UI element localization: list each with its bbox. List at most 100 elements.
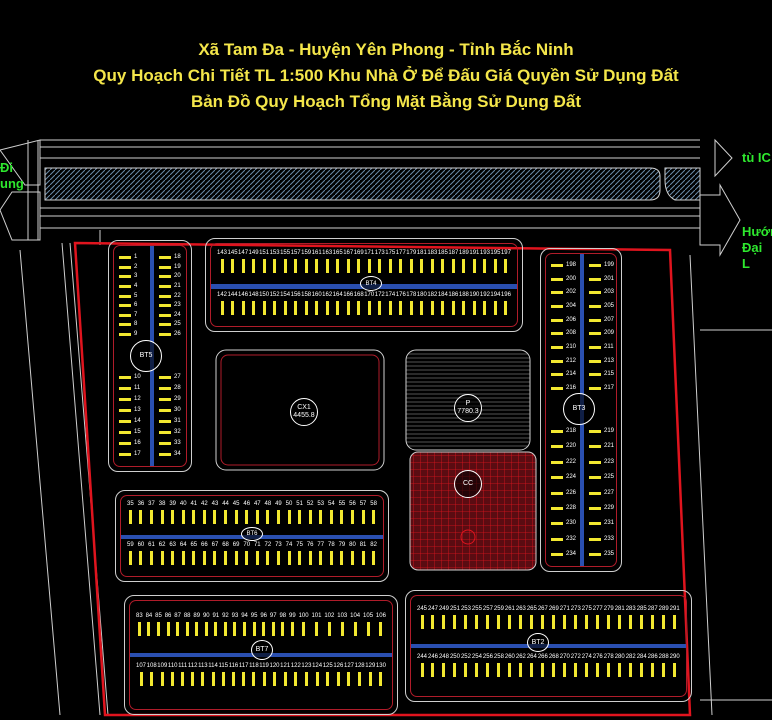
lot-marker xyxy=(504,259,508,273)
lot-number: 105 xyxy=(363,613,374,619)
lot: 234 xyxy=(548,551,576,558)
lot: 24 xyxy=(156,312,181,319)
lot-number: 209 xyxy=(604,330,615,337)
lot: 218 xyxy=(548,428,576,435)
lot: 26 xyxy=(156,331,181,338)
lot: 69 xyxy=(233,542,239,567)
lot: 268 xyxy=(549,654,559,679)
lot-number: 175 xyxy=(385,250,396,256)
lot-marker xyxy=(262,622,266,636)
lot: 220 xyxy=(548,443,576,450)
lot: 282 xyxy=(626,654,636,679)
lot-number: 55 xyxy=(338,501,346,507)
lot-marker xyxy=(119,398,131,401)
lot: 33 xyxy=(156,440,181,447)
lot-number: 205 xyxy=(604,302,615,309)
lot-marker xyxy=(314,622,318,636)
lot-marker xyxy=(388,301,392,315)
lot-number: 74 xyxy=(285,542,293,548)
lot-number: 232 xyxy=(566,535,577,542)
lot-marker xyxy=(329,551,333,565)
lot-number: 76 xyxy=(306,542,314,548)
lot-number: 244 xyxy=(417,654,428,660)
lot-marker xyxy=(150,551,153,565)
lot-number: 53 xyxy=(317,501,325,507)
lot-marker xyxy=(361,510,365,524)
lot: 205 xyxy=(586,303,614,310)
lot-number: 27 xyxy=(174,374,181,380)
lot-number: 247 xyxy=(427,606,438,612)
lot-number: 115 xyxy=(218,663,229,669)
title-line-1: Xã Tam Đa - Huyện Yên Phong - Tỉnh Bắc N… xyxy=(198,40,574,59)
lot: 250 xyxy=(450,654,460,679)
lot-marker xyxy=(640,615,644,629)
lot-number: 28 xyxy=(174,385,181,391)
lot-marker xyxy=(673,663,677,677)
lot-marker xyxy=(336,301,340,315)
lot: 288 xyxy=(659,654,669,679)
lot: 145 xyxy=(228,250,238,275)
lot: 246 xyxy=(428,654,438,679)
lot-number: 160 xyxy=(311,292,322,298)
lot-marker xyxy=(346,259,350,273)
lot-marker xyxy=(442,663,446,677)
lot-number: 260 xyxy=(504,654,515,660)
lot-marker xyxy=(223,622,227,636)
lot-marker xyxy=(315,259,319,273)
lot: 38 xyxy=(159,501,165,526)
lot-number: 231 xyxy=(604,520,615,527)
lot-marker xyxy=(508,663,512,677)
lot: 78 xyxy=(328,542,335,567)
lot: 37 xyxy=(148,501,155,526)
lot-marker xyxy=(662,615,666,629)
lot-marker xyxy=(589,506,601,510)
lot-marker xyxy=(350,551,354,565)
lot: 104 xyxy=(350,613,360,638)
lot-marker xyxy=(159,294,171,298)
lot-marker xyxy=(231,301,235,315)
lot-marker xyxy=(336,259,340,273)
lot-marker xyxy=(298,510,302,524)
lot-number: 128 xyxy=(354,663,365,669)
direction-right-label-2: Đại L xyxy=(742,240,763,271)
lot-marker xyxy=(607,615,611,629)
lot: 184 xyxy=(438,292,448,317)
lot: 86 xyxy=(165,613,171,638)
lot: 43 xyxy=(212,501,218,526)
lot: 31 xyxy=(156,418,181,425)
lot: 221 xyxy=(586,443,614,450)
lot-marker xyxy=(551,430,563,433)
lot: 169 xyxy=(354,250,364,275)
direction-right-top-label: tù IC xyxy=(742,150,771,165)
lot: 51 xyxy=(296,501,303,526)
lot-number: 130 xyxy=(375,663,386,669)
lot-number: 107 xyxy=(136,663,147,669)
lot: 209 xyxy=(586,330,614,337)
lot-marker xyxy=(551,359,563,363)
lot: 83 xyxy=(136,613,143,638)
lot-number: 45 xyxy=(232,501,240,507)
lot: 207 xyxy=(586,317,614,324)
lot: 284 xyxy=(637,654,647,679)
lot-marker xyxy=(119,442,131,445)
lot: 15 xyxy=(116,429,141,436)
lot-marker xyxy=(231,259,235,273)
lot-number: 44 xyxy=(222,501,229,507)
lot-number: 221 xyxy=(604,443,615,450)
lot: 211 xyxy=(586,344,614,351)
lot-marker xyxy=(159,323,171,327)
lot-number: 78 xyxy=(327,542,335,548)
lot-number: 57 xyxy=(359,501,367,507)
lot-marker xyxy=(367,259,371,273)
lot-marker xyxy=(589,291,601,295)
lot-marker xyxy=(552,615,556,629)
lot-number: 124 xyxy=(312,663,323,669)
lot-marker xyxy=(262,301,266,315)
lot: 160 xyxy=(312,292,322,317)
lot-marker xyxy=(276,551,280,565)
lot-marker xyxy=(119,304,131,308)
lot-marker xyxy=(464,615,468,629)
lot: 44 xyxy=(222,501,229,526)
lot-number: 281 xyxy=(614,606,625,612)
lot-number: 2 xyxy=(134,263,138,270)
